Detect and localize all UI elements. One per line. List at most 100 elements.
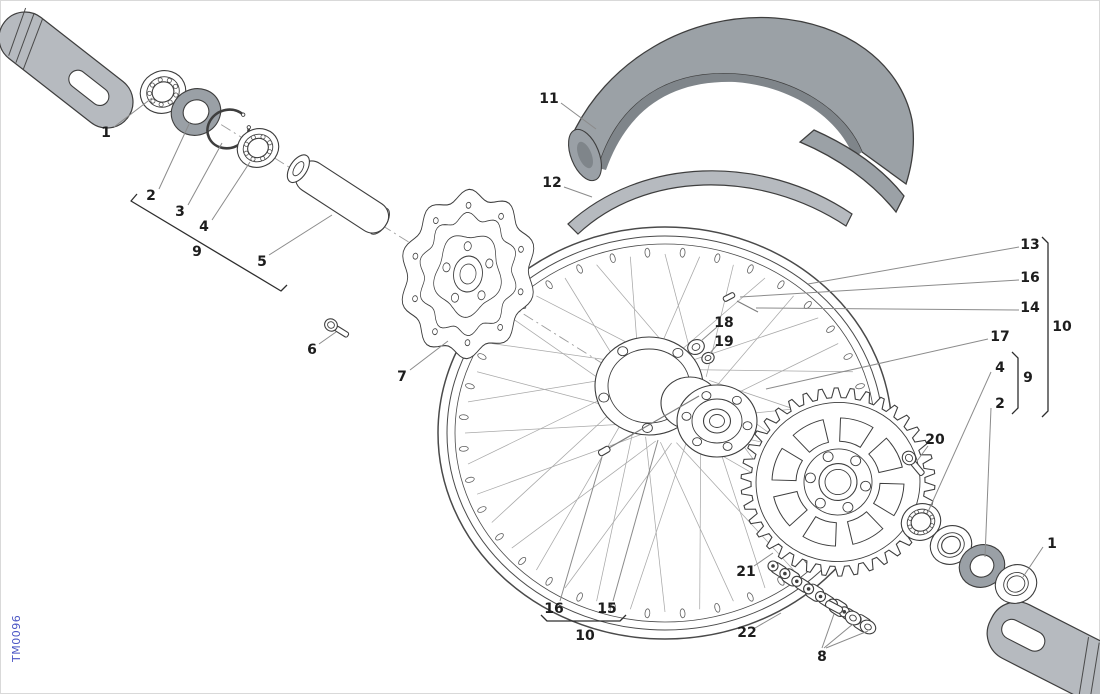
- sprocket-lightening-hole: [839, 417, 874, 448]
- seal-2-rear: [958, 544, 1006, 588]
- nut: [701, 351, 715, 365]
- bearing-4: [236, 128, 280, 168]
- disc-drill-hole: [497, 323, 503, 331]
- spoke-nipple: [545, 576, 553, 586]
- spoke-nipple: [609, 603, 616, 613]
- carrier-inner-ring: [691, 398, 743, 444]
- axle-spacer-5: [286, 154, 390, 235]
- callout-label: 17: [990, 329, 1009, 345]
- bearing-ball: [173, 92, 179, 98]
- leader-line: [755, 307, 1020, 311]
- disc-center-hole: [453, 255, 483, 293]
- spoke: [699, 432, 702, 610]
- spoke-14-stub: [736, 300, 759, 313]
- bush-hole: [864, 623, 872, 631]
- callout-label: 19: [714, 334, 733, 350]
- tyre: [567, 16, 914, 214]
- disc-carrier-edge: [433, 235, 502, 318]
- spoke-nipple: [518, 556, 527, 566]
- spoke-nipple: [576, 264, 583, 274]
- sprocket-lightening-hole: [872, 482, 905, 517]
- spacer-mid: [1003, 572, 1029, 596]
- leader-line: [823, 623, 854, 649]
- spoke-nipple: [465, 383, 475, 390]
- spoke-nipple: [495, 533, 504, 541]
- leader-line: [158, 121, 191, 190]
- spoke-nipple: [747, 264, 754, 274]
- spoke: [491, 400, 625, 523]
- spoke: [676, 442, 794, 571]
- spoke-nipple: [747, 592, 754, 602]
- callout-label: 1: [1047, 536, 1057, 552]
- hatch-line: [1078, 637, 1090, 694]
- washer-outer: [687, 339, 705, 355]
- disc-inner-band: [419, 212, 517, 336]
- bearing-inner-ring: [247, 137, 269, 159]
- bearing-ball: [267, 140, 273, 146]
- spoke-nipple: [465, 476, 475, 483]
- callout-label: 1: [101, 125, 111, 141]
- leader-line: [612, 439, 659, 602]
- rim-strip: [567, 170, 853, 235]
- circlip-ear: [246, 125, 251, 130]
- spoke: [511, 440, 657, 549]
- washer: [687, 339, 705, 355]
- bearing-race: [146, 76, 180, 108]
- sprocket-bolt-hole: [860, 480, 872, 492]
- spoke-nipple: [855, 383, 865, 390]
- race-hole: [941, 535, 961, 555]
- disc-center-bore: [459, 263, 477, 285]
- leader-line: [563, 186, 593, 198]
- disc-bolt-hole: [450, 292, 459, 303]
- callout-label: 8: [817, 649, 827, 665]
- spoke-nipple-16: [597, 445, 611, 457]
- hatch-line: [15, 13, 35, 63]
- swingarm-slot: [68, 69, 110, 107]
- circlip-ear: [241, 112, 246, 117]
- leader-line: [1022, 546, 1044, 578]
- race-mid: [937, 532, 965, 558]
- bolt-head: [324, 318, 338, 332]
- disc-drill-hole: [498, 212, 504, 220]
- spacer-1-rear: [994, 564, 1038, 604]
- sprocket-bolt-hole: [842, 502, 854, 513]
- bearing-ball: [907, 516, 913, 521]
- leader-line: [754, 612, 782, 629]
- carrier-hole: [701, 391, 712, 401]
- bolt-socket: [327, 321, 335, 329]
- bearing-inner-ring: [910, 512, 932, 532]
- disc-bolt-6: [324, 318, 350, 338]
- bearing-ball: [243, 141, 249, 147]
- spoke-nipple: [477, 506, 487, 513]
- callout-label: 14: [1020, 300, 1040, 316]
- spoke-nipple: [545, 280, 553, 290]
- sprocket-lightening-hole: [802, 516, 837, 547]
- callout-label: 20: [925, 432, 945, 448]
- spoke-nipple: [609, 253, 616, 263]
- wheel-hub: [594, 336, 758, 458]
- bearing-4-rear: [900, 503, 942, 541]
- carrier-holes: [681, 391, 753, 451]
- callout-label: 2: [146, 188, 156, 204]
- bush-body: [844, 610, 862, 626]
- leader-line: [409, 340, 449, 371]
- chain-pin: [771, 564, 775, 568]
- spoked-wheel: [437, 226, 893, 640]
- disc-bolt-hole: [477, 290, 486, 301]
- carrier-hole: [742, 421, 753, 431]
- spoke-nipple: [843, 353, 853, 360]
- bearing-ball: [158, 102, 164, 108]
- group-bracket-10-bottom: [540, 614, 627, 622]
- brake-disc: [401, 188, 535, 360]
- leader-line: [700, 326, 718, 342]
- tyre-edge-sliver: [798, 129, 905, 214]
- callout-label: 10: [1052, 319, 1072, 335]
- spoke: [660, 441, 734, 602]
- hatch-line: [1089, 642, 1100, 694]
- callout-label: 5: [257, 254, 267, 270]
- pin-body: [824, 600, 844, 614]
- bolt-socket: [904, 453, 914, 463]
- sprocket-lightening-hole: [868, 437, 903, 474]
- spoke: [629, 439, 688, 610]
